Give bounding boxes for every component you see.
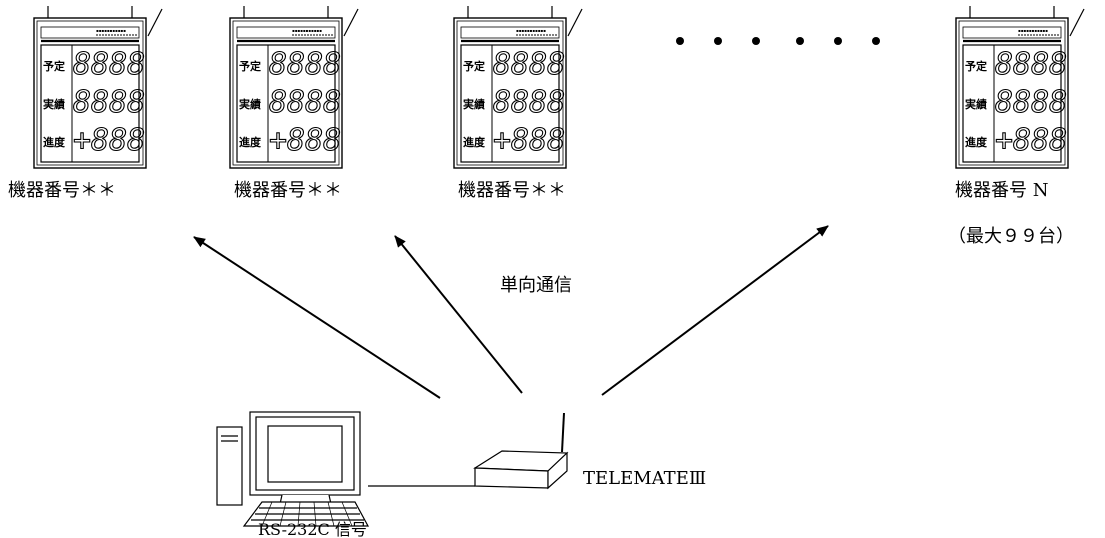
arrow-to-device-2 xyxy=(394,235,523,394)
board-title-mark: ▪▪▪▪▪▪▪▪▪▪▪ xyxy=(516,28,546,33)
row-value-progress: +888 xyxy=(493,123,565,158)
row-name-actual: 実績 xyxy=(43,97,65,111)
row-name-progress: 進度 xyxy=(43,135,66,149)
ellipsis-dots xyxy=(676,37,880,45)
row-name-progress: 進度 xyxy=(239,135,262,149)
row-value-progress: +888 xyxy=(995,123,1067,158)
row-value-actual: 8888 xyxy=(269,85,341,120)
row-value-plan: 8888 xyxy=(493,47,565,82)
display-board-1: ▪▪▪▪▪▪▪▪▪▪▪ 予定 8888 実績 8888 進度 +888 xyxy=(32,4,164,170)
row-value-progress: +888 xyxy=(269,123,341,158)
board-title-mark: ▪▪▪▪▪▪▪▪▪▪▪ xyxy=(292,28,322,33)
display-board-n: ▪▪▪▪▪▪▪▪▪▪▪ 予定 8888 実績 8888 進度 +888 xyxy=(954,4,1086,170)
board-title-mark: ▪▪▪▪▪▪▪▪▪▪▪ xyxy=(1018,28,1048,33)
arrow-to-device-n xyxy=(601,225,829,396)
transmitter-label: TELEMATEⅢ xyxy=(583,468,706,489)
device-label-1: 機器番号＊＊ xyxy=(8,180,116,201)
row-name-progress: 進度 xyxy=(463,135,486,149)
board-title-mark: ▪▪▪▪▪▪▪▪▪▪▪ xyxy=(96,28,126,33)
row-name-progress: 進度 xyxy=(965,135,988,149)
max-count-note: （最大９９台） xyxy=(948,226,1074,247)
row-name-plan: 予定 xyxy=(463,59,485,73)
row-value-actual: 8888 xyxy=(493,85,565,120)
arrow-to-device-1 xyxy=(193,236,441,399)
row-name-plan: 予定 xyxy=(239,59,261,73)
row-name-plan: 予定 xyxy=(43,59,65,73)
row-value-plan: 8888 xyxy=(73,47,145,82)
comm-label: 単向通信 xyxy=(500,275,572,296)
row-value-actual: 8888 xyxy=(995,85,1067,120)
display-board-3: ▪▪▪▪▪▪▪▪▪▪▪ 予定 8888 実績 8888 進度 +888 xyxy=(452,4,584,170)
display-board-2: ▪▪▪▪▪▪▪▪▪▪▪ 予定 8888 実績 8888 進度 +888 xyxy=(228,4,360,170)
row-name-actual: 実績 xyxy=(463,97,485,111)
transmitter-icon xyxy=(473,412,569,490)
row-name-actual: 実績 xyxy=(965,97,987,111)
device-label-2: 機器番号＊＊ xyxy=(234,180,342,201)
row-value-progress: +888 xyxy=(73,123,145,158)
row-name-plan: 予定 xyxy=(965,59,987,73)
device-label-n: 機器番号 N xyxy=(955,180,1048,201)
row-value-actual: 8888 xyxy=(73,85,145,120)
pc-icon xyxy=(216,411,370,527)
device-label-3: 機器番号＊＊ xyxy=(458,180,566,201)
row-value-plan: 8888 xyxy=(995,47,1067,82)
row-value-plan: 8888 xyxy=(269,47,341,82)
rs232c-label: RS-232C 信号 xyxy=(258,520,367,538)
row-name-actual: 実績 xyxy=(239,97,261,111)
